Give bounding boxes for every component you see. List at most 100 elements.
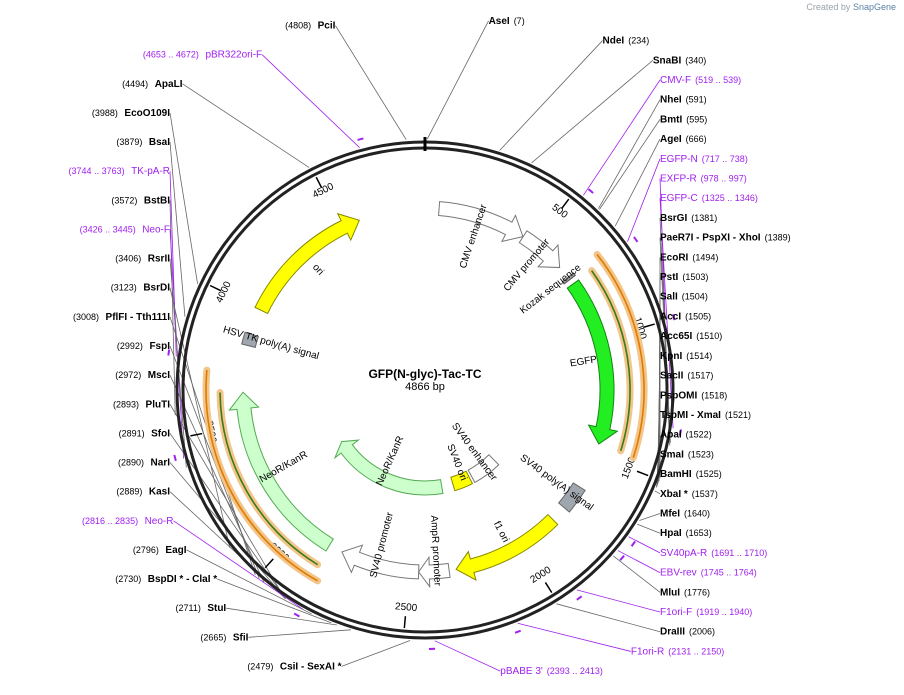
enzyme-label-hpai[interactable]: HpaI(1653) [660, 528, 712, 539]
tick-label: 500 [550, 202, 570, 221]
enzyme-label-nari[interactable]: (2890) NarI [118, 458, 170, 469]
enzyme-label-eagi[interactable]: (2796) EagI [133, 545, 187, 556]
feature-cmv-promoter[interactable] [518, 230, 561, 269]
leader-line [659, 198, 674, 429]
feature-neor-kanr-inner[interactable] [333, 439, 444, 496]
leader-line [426, 20, 489, 140]
enzyme-label-ndei[interactable]: NdeI(234) [603, 36, 650, 47]
feature-neor-kanr[interactable] [228, 391, 335, 552]
feature-f1-ori[interactable] [455, 513, 559, 581]
leader-line [654, 490, 661, 495]
feature-sv40-poly-a-signal[interactable] [557, 482, 586, 513]
enzyme-label-stui[interactable]: (2711) StuI [175, 603, 226, 614]
enzyme-label-bsai[interactable]: (3879) BsaI [116, 137, 170, 148]
enzyme-label-sali[interactable]: SalI(1504) [660, 292, 708, 303]
enzyme-label-kasi[interactable]: (2889) KasI [116, 487, 170, 498]
primer-site-mark [576, 595, 583, 601]
site-position: (1521) [725, 410, 751, 420]
enzyme-label-xbai[interactable]: XbaI *(1537) [660, 489, 718, 500]
site-name: BmtI [660, 114, 682, 125]
feature-sv40-enhancer[interactable] [467, 454, 500, 484]
enzyme-label-sacii[interactable]: SacII(1517) [660, 371, 713, 382]
enzyme-label-bspdi[interactable]: (2730) BspDI * - ClaI * [115, 574, 217, 585]
primer-label-neof[interactable]: (3426 .. 3445) Neo-F [80, 224, 170, 235]
enzyme-label-bmti[interactable]: BmtI(595) [660, 114, 707, 125]
feature-cmv-enhancer[interactable] [438, 201, 524, 243]
primer-label-egfpc[interactable]: EGFP-C(1325 .. 1346) [660, 193, 758, 204]
enzyme-label-apai[interactable]: ApaI(1522) [660, 430, 712, 441]
site-labels: AseI(7) NdeI(234)SnaBI(340) CMV-F(519 .. 5… [69, 16, 791, 677]
enzyme-label-draiii[interactable]: DraIII(2006) [660, 627, 715, 638]
feature-sv40-promoter[interactable] [341, 544, 420, 580]
enzyme-label-mfei[interactable]: MfeI(1640) [660, 509, 710, 520]
leader-line [217, 578, 332, 624]
enzyme-label-rsrii[interactable]: (3406) RsrII [115, 254, 170, 265]
site-name: AseI [489, 16, 510, 27]
enzyme-label-agei[interactable]: AgeI(666) [660, 134, 707, 145]
site-position: (1919 .. 1940) [696, 607, 752, 617]
leader-line [617, 550, 661, 573]
site-name: SnaBI [653, 55, 682, 66]
enzyme-label-smai[interactable]: SmaI(1523) [660, 449, 714, 460]
enzyme-label-pcii[interactable]: (4808) PciI [285, 21, 336, 32]
enzyme-label-sfii[interactable]: (2665) SfiI [200, 632, 248, 643]
enzyme-label-bstbi[interactable]: (3572) BstBI [111, 195, 170, 206]
site-position: (1381) [691, 213, 717, 223]
site-name: PaeR7I - PspXI - XhoI [660, 233, 761, 244]
enzyme-label-sfoi[interactable]: (2891) SfoI [119, 428, 171, 439]
enzyme-label-apali[interactable]: (4494) ApaLI [122, 79, 183, 90]
primer-label-ebvrev[interactable]: EBV-rev(1745 .. 1764) [660, 568, 757, 579]
site-position: (3426 .. 3445) [80, 224, 139, 234]
tick-mark [544, 582, 553, 594]
enzyme-label-csii[interactable]: (2479) CsiI - SexAI * [247, 661, 341, 672]
enzyme-label-bamhi[interactable]: BamHI(1525) [660, 469, 722, 480]
site-name: BsrDI [143, 283, 170, 294]
enzyme-label-acc65i[interactable]: Acc65I(1510) [660, 331, 722, 342]
site-name: CsiI - SexAI * [280, 661, 342, 672]
leader-line [173, 520, 304, 610]
leader-line [583, 79, 661, 196]
enzyme-label-pflfi[interactable]: (3008) PflFI - Tth111I [73, 312, 170, 323]
site-position: (2665) [200, 632, 229, 642]
site-position: (1504) [682, 292, 708, 302]
primer-label-tkpar[interactable]: (3744 .. 3763) TK-pA-R [69, 166, 170, 177]
primer-label-f1orif[interactable]: F1ori-F(1919 .. 1940) [660, 607, 752, 618]
enzyme-label-psti[interactable]: PstI(1503) [660, 272, 708, 283]
primer-label-pbr322[interactable]: (4653 .. 4672) pBR322ori-F [143, 50, 262, 61]
feature-ampr-promoter[interactable] [418, 555, 451, 589]
enzyme-label-asei[interactable]: AseI(7) [489, 16, 525, 27]
enzyme-label-pspomi[interactable]: PspOMI(1518) [660, 390, 727, 401]
enzyme-label-bsrgi[interactable]: BsrGI(1381) [660, 213, 717, 224]
enzyme-label-pluti[interactable]: (2893) PluTI [113, 399, 170, 410]
primer-label-sv40par[interactable]: SV40pA-R(1691 .. 1710) [660, 548, 767, 559]
enzyme-label-eco0109i[interactable]: (3988) EcoO109I [92, 108, 170, 119]
feature-kozak-sequence[interactable] [561, 272, 576, 285]
enzyme-label-ecori[interactable]: EcoRI(1494) [660, 252, 718, 263]
feature-egfp[interactable] [566, 279, 619, 445]
site-position: (1691 .. 1710) [711, 548, 767, 558]
site-position: (2972) [115, 370, 144, 380]
primer-label-cmvf[interactable]: CMV-F(519 .. 539) [660, 75, 741, 86]
feature-ori[interactable] [254, 212, 360, 315]
primer-label-pbabe3[interactable]: pBABE 3'(2393 .. 2413) [500, 666, 603, 677]
enzyme-label-acci[interactable]: AccI(1505) [660, 311, 711, 322]
enzyme-label-kpni[interactable]: KpnI(1514) [660, 351, 712, 362]
enzyme-label-msci[interactable]: (2972) MscI [115, 370, 170, 381]
enzyme-label-nhei[interactable]: NheI(591) [660, 95, 707, 106]
enzyme-label-paer7i[interactable]: PaeR7I - PspXI - XhoI(1389) [660, 233, 791, 244]
enzyme-label-bsrdi[interactable]: (3123) BsrDI [111, 283, 170, 294]
feature-sv40-ori[interactable] [450, 470, 474, 492]
primer-label-egfpn[interactable]: EGFP-N(717 .. 738) [660, 154, 748, 165]
site-name: MscI [148, 370, 170, 381]
enzyme-label-fspi[interactable]: (2992) FspI [117, 341, 170, 352]
feature-hsv-tk-poly-a-signal[interactable] [241, 331, 259, 348]
primer-label-f1orir[interactable]: F1ori-R(2131 .. 2150) [631, 646, 724, 657]
site-name: KpnI [660, 351, 682, 362]
enzyme-label-tspmi[interactable]: TspMI - XmaI(1521) [660, 410, 751, 421]
enzyme-label-snabi[interactable]: SnaBI(340) [653, 55, 706, 66]
leader-line [628, 536, 661, 554]
enzyme-label-mlui[interactable]: MluI(1776) [660, 587, 710, 598]
primer-label-exfpr[interactable]: EXFP-R(978 .. 997) [660, 174, 747, 185]
leader-line [169, 374, 265, 583]
primer-label-neor[interactable]: (2816 .. 2835) Neo-R [82, 516, 173, 527]
